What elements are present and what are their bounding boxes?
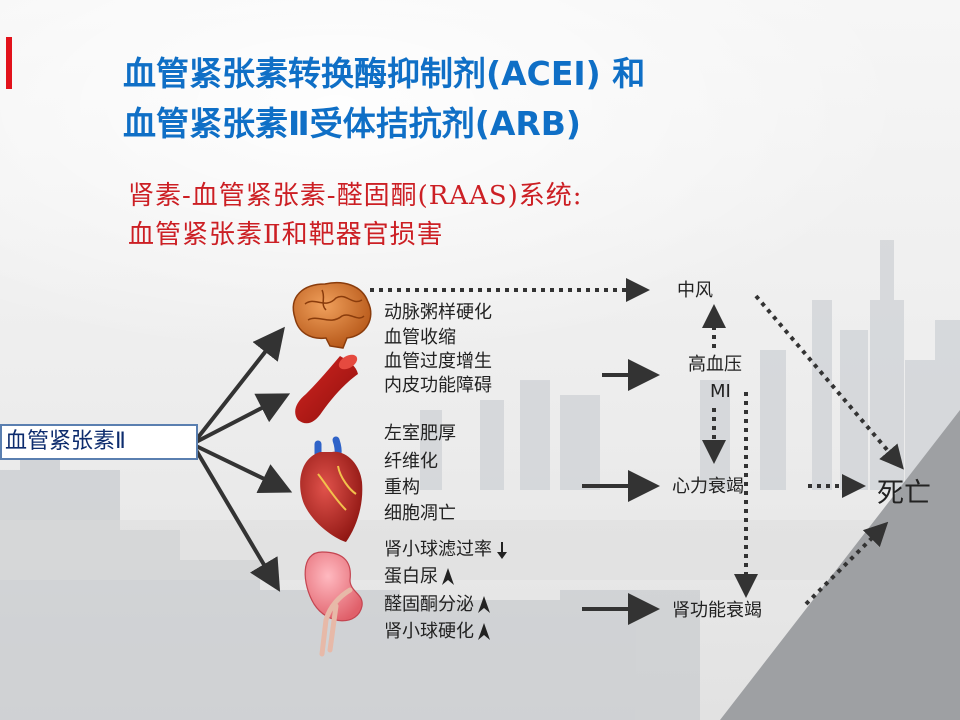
- effect-kidney-1: 肾小球滤过率: [384, 539, 492, 560]
- effect-kidney-2: 蛋白尿: [384, 566, 438, 587]
- subtitle-line-1: 肾素-血管紧张素-醛固酮(RAAS)系统:: [128, 181, 583, 211]
- arrow-stroke-to-death: [754, 294, 904, 470]
- title-accent-bar: [6, 37, 12, 89]
- arrow-kidney-failure-to-death: [804, 521, 889, 606]
- kidney-indicators: [442, 542, 507, 640]
- title-line-2: 血管紧张素Ⅱ受体拮抗剂(ARB): [123, 104, 582, 143]
- arrow-to-artery: [195, 393, 291, 444]
- effect-heart-1: 左室肥厚: [384, 423, 456, 444]
- kidney-indicator-down-1: [497, 542, 507, 559]
- source-angiotensin-ii: 血管紧张素Ⅱ: [0, 424, 198, 460]
- effect-vessel-3: 血管过度增生: [384, 351, 492, 372]
- effect-heart-3: 重构: [384, 477, 420, 498]
- outcome-stroke: 中风: [677, 280, 713, 301]
- kidney-illustration: [304, 551, 363, 657]
- artery-illustration: [295, 354, 358, 424]
- arrow-to-brain: [194, 326, 285, 442]
- effect-vessel-4: 内皮功能障碍: [384, 375, 492, 396]
- effect-kidney-3: 醛固酮分泌: [384, 594, 474, 615]
- subtitle-line-2: 血管紧张素Ⅱ和靶器官损害: [128, 220, 444, 250]
- dotted-outcome-arrows: [370, 278, 904, 606]
- arrow-to-heart: [195, 444, 293, 493]
- outcome-kidney-failure: 肾功能衰竭: [672, 600, 762, 621]
- brain-illustration: [292, 281, 372, 349]
- effect-kidney-4: 肾小球硬化: [384, 621, 474, 642]
- kidney-indicator-up-2: [442, 568, 454, 585]
- arrow-to-kidney: [194, 448, 281, 592]
- effect-heart-4: 细胞凋亡: [384, 503, 456, 524]
- kidney-indicator-up-3: [478, 596, 490, 613]
- heart-illustration: [300, 436, 363, 542]
- outcome-mi: MI: [710, 381, 731, 402]
- kidney-indicator-up-4: [478, 623, 490, 640]
- outcome-heart-failure: 心力衰竭: [672, 476, 744, 497]
- outcome-hypertension: 高血压: [688, 354, 742, 375]
- outcome-death: 死亡: [877, 478, 931, 509]
- title-line-1: 血管紧张素转换酶抑制剂(ACEI) 和: [123, 54, 646, 93]
- solid-outcome-arrows: [582, 359, 660, 625]
- effect-heart-2: 纤维化: [384, 451, 438, 472]
- effect-vessel-1: 动脉粥样硬化: [384, 302, 492, 323]
- effect-vessel-2: 血管收缩: [384, 327, 456, 348]
- source-fan-arrows: [194, 326, 293, 592]
